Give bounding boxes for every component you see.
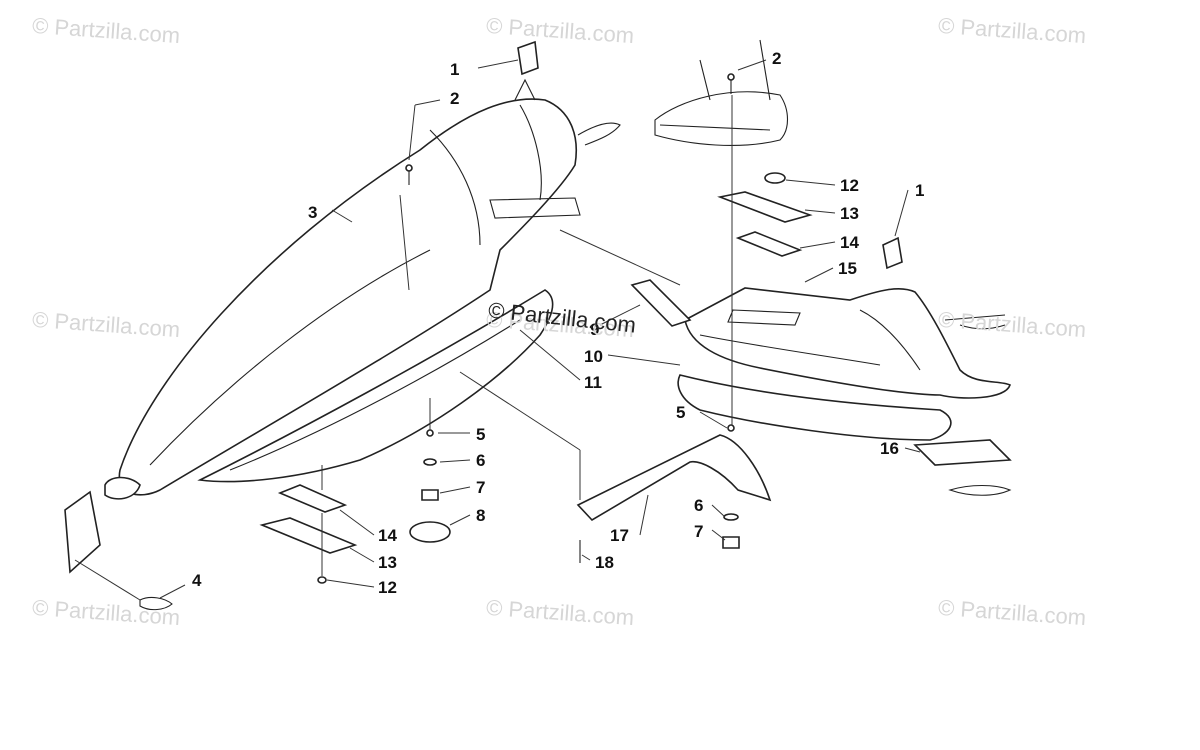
callout-14-left: 14 (378, 526, 397, 545)
callout-11: 11 (584, 373, 602, 392)
callout-7-left: 7 (476, 478, 485, 497)
callout-18: 18 (595, 553, 614, 572)
callout-10: 10 (584, 347, 603, 366)
part-belly-pan-left (197, 289, 554, 483)
callout-12-top: 12 (840, 176, 859, 195)
part-bracket-17 (576, 434, 772, 522)
part-plate-13-top (717, 191, 813, 223)
callout-4: 4 (192, 571, 202, 590)
part-gasket-9 (630, 279, 692, 327)
callout-5-left: 5 (476, 425, 485, 444)
callout-9: 9 (590, 320, 599, 339)
part-plug-12-left (317, 576, 327, 584)
part-right-sketch (944, 314, 1006, 330)
callout-14-top: 14 (840, 233, 859, 252)
part-plug-12-top (764, 172, 786, 184)
part-nose-tip (104, 476, 141, 500)
part-decal-sketch (948, 484, 1012, 496)
part-rear-tunnel-right (684, 287, 1011, 399)
part-pin-4 (139, 596, 173, 611)
part-gasket-14-top (735, 231, 803, 257)
callout-7-right: 7 (694, 522, 703, 541)
part-nut-5-left (426, 429, 434, 437)
leader-lines (74, 59, 921, 601)
callout-15: 15 (838, 259, 857, 278)
callout-2-right: 2 (772, 49, 781, 68)
callout-2-left: 2 (450, 89, 459, 108)
callout-13-left: 13 (378, 553, 397, 572)
part-nut-5-right (727, 424, 735, 432)
part-washer-6-left (423, 458, 437, 466)
part-screw-2-left (405, 164, 413, 185)
callout-3: 3 (308, 203, 317, 222)
callout-8: 8 (476, 506, 485, 525)
callout-labels: 1 2 3 1 2 12 13 14 15 9 10 11 5 6 7 8 14… (192, 49, 924, 597)
part-screw-2-right (727, 73, 735, 94)
callout-12-left: 12 (378, 578, 397, 597)
part-rear-pan-right (677, 374, 952, 441)
part-decal-1-top (517, 40, 539, 76)
callout-13-top: 13 (840, 204, 859, 223)
callout-1-right: 1 (915, 181, 924, 200)
callout-6-left: 6 (476, 451, 485, 470)
part-decal-1-right (882, 236, 903, 270)
part-plate-13-left (259, 517, 358, 554)
callout-6-right: 6 (694, 496, 703, 515)
part-grommet-7-left (421, 489, 439, 501)
part-flap (64, 490, 101, 574)
part-grommet-7-right (722, 536, 740, 549)
part-decal-16 (913, 439, 1012, 466)
part-track-sketch (654, 39, 789, 146)
part-hood-left (118, 78, 621, 496)
part-washer-6-right (723, 513, 739, 521)
part-gasket-14-left (277, 484, 348, 513)
part-grommet-8 (409, 521, 451, 543)
callout-1-top: 1 (450, 60, 459, 79)
callout-16: 16 (880, 439, 899, 458)
callout-17: 17 (610, 526, 629, 545)
callout-5-right: 5 (676, 403, 685, 422)
